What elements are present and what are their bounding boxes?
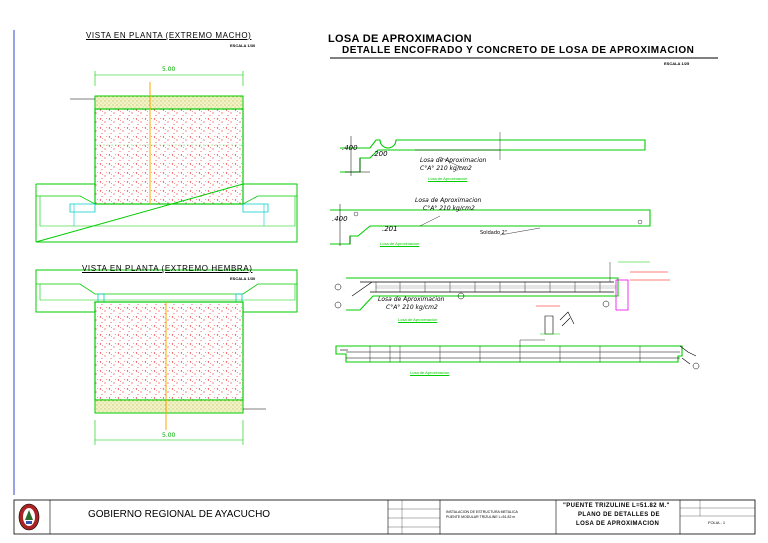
- organization-name: GOBIERNO REGIONAL DE AYACUCHO: [88, 509, 271, 520]
- plan-female-title: VISTA EN PLANTA (EXTREMO HEMBRA): [82, 264, 253, 273]
- dim-400-a: .400: [342, 144, 358, 152]
- concrete-spec-1: C°A° 210 kg/cm2: [420, 165, 472, 172]
- section-detail-1: [340, 132, 646, 176]
- plan-female-scale: ESCALA 1/30: [230, 276, 256, 281]
- slab-label-3: Losa de Aproximacion: [378, 296, 445, 303]
- main-title: LOSA DE APROXIMACION: [328, 33, 472, 45]
- project-line-1: INSTALACION DE ESTRUCTURA METALICA: [446, 510, 518, 514]
- section-detail-2: [330, 204, 651, 246]
- dim-400-b: .400: [332, 215, 348, 223]
- plan-view-female: [35, 269, 298, 445]
- dimension-top: 5.00: [162, 66, 176, 73]
- section-detail-3: [334, 261, 670, 335]
- slab-label-1: Losa de Aproximacion: [420, 157, 487, 164]
- sheet-number: FOLIA - 1: [708, 520, 726, 525]
- plan-name-line-3: LOSA DE APROXIMACION: [576, 521, 660, 527]
- section-3-green-label: Losa de Aproximacion: [398, 317, 438, 322]
- detail-scale: ESCALA 1/25: [664, 61, 690, 66]
- plan-male-scale: ESCALA 1/30: [230, 43, 256, 48]
- plan-name-line-1: "PUENTE TRIZULINE L=51.82 M.": [563, 503, 670, 509]
- section-detail-4: [335, 339, 700, 370]
- dim-200: .200: [372, 150, 388, 158]
- concrete-spec-2: C°A° 210 kg/cm2: [423, 205, 475, 212]
- concrete-spec-3: C°A° 210 kg/cm2: [386, 304, 438, 311]
- plan-view-male: [35, 71, 298, 243]
- dimension-bottom: 5.00: [162, 432, 176, 439]
- title-block: [13, 499, 756, 535]
- project-line-2: PUENTE MODULAR TRIZULINE L=51.82 m: [446, 515, 516, 519]
- section-4-green-label: Losa de Aproximacion: [410, 370, 450, 375]
- dim-201: .201: [382, 225, 398, 233]
- plan-name-line-2: PLANO DE DETALLES DE: [578, 512, 660, 518]
- plan-male-title: VISTA EN PLANTA (EXTREMO MACHO): [86, 31, 252, 40]
- weld-note: Soldado 2": [480, 230, 508, 236]
- detail-subtitle: DETALLE ENCOFRADO Y CONCRETO DE LOSA DE …: [342, 45, 695, 56]
- section-1-green-label: Losa de Aproximacion: [428, 176, 468, 181]
- slab-label-2: Losa de Aproximacion: [415, 197, 482, 204]
- section-2-green-label: Losa de Aproximacion: [380, 241, 420, 246]
- regional-government-logo: [18, 503, 40, 531]
